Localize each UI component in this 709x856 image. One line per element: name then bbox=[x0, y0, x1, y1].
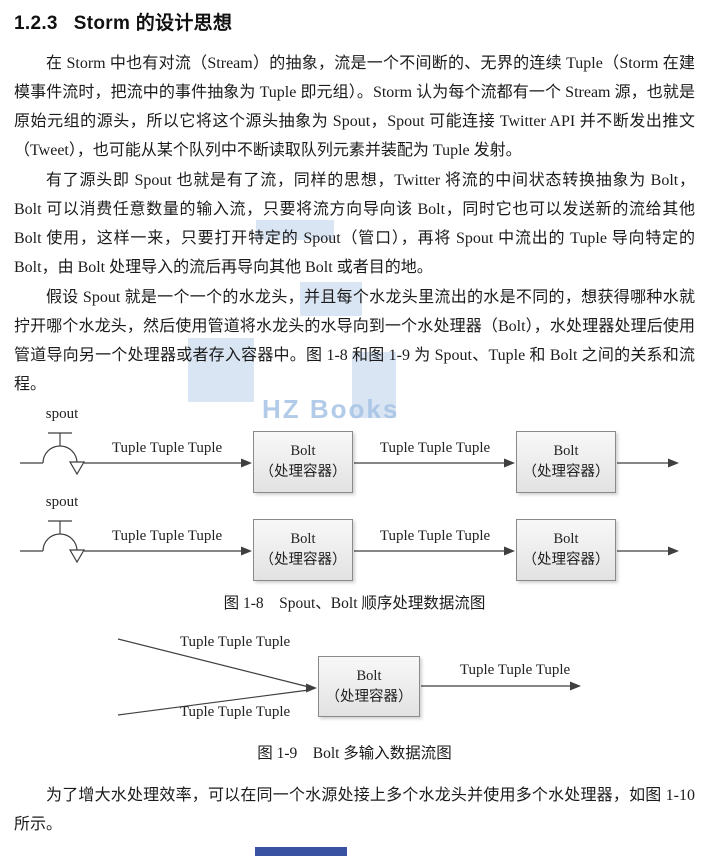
paragraph-2: 有了源头即 Spout 也就是有了流，同样的思想，Twitter 将流的中间状态… bbox=[14, 172, 695, 276]
bolt-node: Bolt （处理容器） bbox=[253, 431, 353, 493]
paragraph-4: 为了增大水处理效率，可以在同一个水源处接上多个水龙头并使用多个水处理器，如图 1… bbox=[14, 787, 695, 833]
figure-1-8: spout Tuple Tuple Tuple Bolt （处理容器） Tupl… bbox=[0, 405, 709, 591]
section-title: Storm 的设计思想 bbox=[73, 13, 233, 34]
tuple-stream-label: Tuple Tuple Tuple bbox=[459, 662, 571, 678]
figure-1-8-caption: 图 1-8 Spout、Bolt 顺序处理数据流图 bbox=[223, 595, 486, 612]
tuple-stream-label: Tuple Tuple Tuple bbox=[379, 528, 491, 544]
paragraph-3: 假设 Spout 就是一个一个的水龙头，并且每个水龙头里流出的水是不同的，想获得… bbox=[14, 289, 695, 393]
figure-1-9-linework bbox=[117, 638, 581, 716]
spout-label: spout bbox=[45, 406, 79, 422]
spout-label: spout bbox=[45, 494, 79, 510]
bolt-title: Bolt bbox=[290, 443, 316, 459]
spout-faucet-icon bbox=[20, 432, 86, 476]
tuple-stream-label: Tuple Tuple Tuple bbox=[111, 528, 223, 544]
tuple-stream-label: Tuple Tuple Tuple bbox=[111, 440, 223, 456]
bolt-node: Bolt （处理容器） bbox=[516, 519, 616, 581]
bolt-subtitle: （处理容器） bbox=[325, 688, 413, 705]
tuple-stream-label: Tuple Tuple Tuple bbox=[379, 440, 491, 456]
bolt-node: Bolt （处理容器） bbox=[516, 431, 616, 493]
tuple-stream-label: Tuple Tuple Tuple bbox=[179, 704, 291, 720]
bolt-subtitle: （处理容器） bbox=[259, 464, 347, 480]
bolt-subtitle: （处理容器） bbox=[522, 552, 610, 568]
tuple-stream-label: Tuple Tuple Tuple bbox=[179, 634, 291, 650]
section-number: 1.2.3 bbox=[14, 13, 58, 34]
bolt-title: Bolt bbox=[356, 667, 382, 684]
bolt-subtitle: （处理容器） bbox=[259, 552, 347, 568]
bolt-subtitle: （处理容器） bbox=[522, 464, 610, 480]
paragraph-1: 在 Storm 中也有对流（Stream）的抽象，流是一个不间断的、无界的连续 … bbox=[14, 55, 695, 159]
bolt-title: Bolt bbox=[290, 531, 316, 547]
section-heading: 1.2.3 Storm 的设计思想 bbox=[14, 8, 232, 35]
watermark-footer-bar bbox=[255, 847, 347, 856]
bolt-node: Bolt （处理容器） bbox=[318, 656, 420, 717]
bolt-node: Bolt （处理容器） bbox=[253, 519, 353, 581]
spout-faucet-icon bbox=[20, 520, 86, 564]
figure-1-9: Tuple Tuple Tuple Tuple Tuple Tuple Bolt… bbox=[0, 630, 709, 738]
figure-1-9-caption: 图 1-9 Bolt 多输入数据流图 bbox=[257, 745, 452, 762]
bolt-title: Bolt bbox=[553, 531, 579, 547]
bolt-title: Bolt bbox=[553, 443, 579, 459]
figure-1-8-linework bbox=[20, 432, 679, 564]
